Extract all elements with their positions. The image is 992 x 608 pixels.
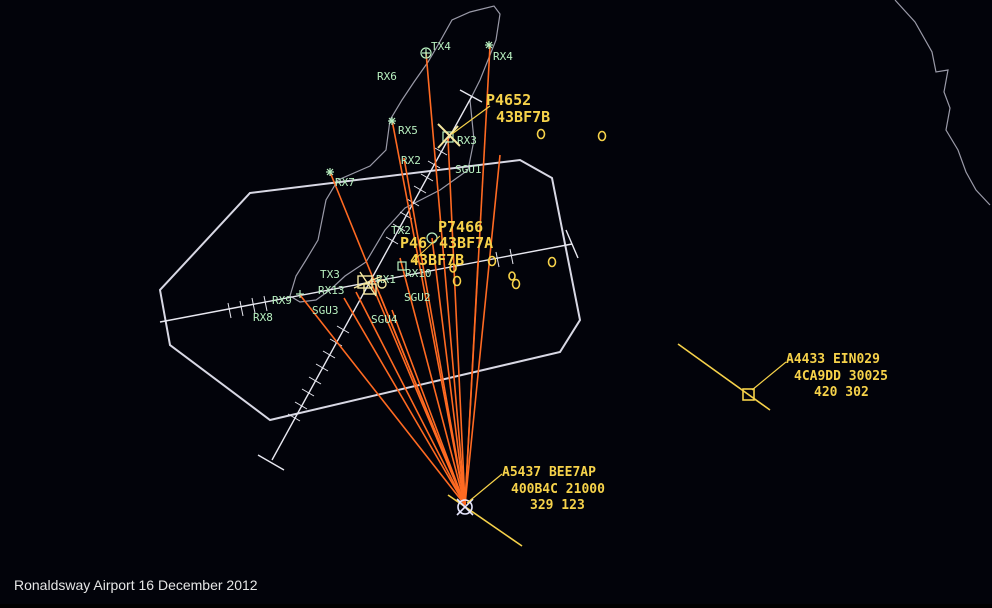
track-icao-altitude: 4CA9DD 30025	[794, 369, 888, 384]
site-label-sgu4: SGU4	[371, 313, 398, 326]
aircraft-symbol[interactable]	[742, 388, 755, 401]
primary-return	[508, 271, 516, 281]
primary-return	[597, 130, 607, 142]
track-history-vector	[677, 343, 771, 411]
site-label-tx2: TX2	[391, 224, 411, 237]
primary-return	[511, 278, 521, 290]
site-label-rx5: RX5	[398, 124, 418, 137]
site-label-rx9: RX9	[272, 294, 292, 307]
site-label-rx4: RX4	[493, 50, 513, 63]
track-p46-overlap[interactable]: P46 43BF7B	[400, 234, 464, 269]
track-callsign: P7466	[438, 218, 483, 236]
primary-return	[547, 256, 557, 268]
site-marker-rx4	[485, 41, 493, 49]
track-history-vector	[447, 494, 523, 547]
label-leader-line	[451, 105, 491, 135]
track-icao-address: 43BF7A	[439, 234, 493, 252]
track-icao-address: 43BF7B	[496, 108, 550, 126]
site-marker-rx9	[296, 290, 304, 298]
controlled-airspace-zone	[158, 158, 582, 422]
track-callsign: A4433 EIN029	[786, 352, 880, 367]
site-label-tx3: TX3	[320, 268, 340, 281]
site-label-rx7: RX7	[335, 176, 355, 189]
site-label-sgu2: SGU2	[404, 291, 431, 304]
multilateration-receiver-lines	[299, 45, 501, 506]
track-icao-address: 43BF7B	[410, 251, 464, 269]
track-speed-heading: 420 302	[814, 385, 869, 400]
site-label-sgu3: SGU3	[312, 304, 339, 317]
track-callsign: A5437 BEE7AP	[502, 465, 596, 480]
airport-cluster	[353, 271, 387, 297]
site-label-sgu1: SGU1	[455, 163, 482, 176]
primary-return	[452, 275, 462, 287]
site-marker-rx7	[326, 168, 334, 176]
track-p4652[interactable]: P4652 43BF7B	[437, 91, 550, 149]
site-label-rx13: RX13	[318, 284, 345, 297]
aircraft-symbol[interactable]	[437, 123, 461, 149]
coastline-island	[289, 5, 501, 303]
label-leader-line	[411, 235, 441, 263]
coastline-mainland	[894, 0, 991, 206]
site-label-tx4: TX4	[431, 40, 451, 53]
primary-return	[536, 128, 546, 140]
site-label-rx2: RX2	[401, 154, 421, 167]
label-leader-line	[751, 361, 787, 391]
label-leader-line	[466, 473, 503, 504]
receiver-sites	[296, 41, 493, 298]
site-marker-rx10	[397, 261, 407, 271]
site-label-rx8: RX8	[253, 311, 273, 324]
site-marker-tx4	[420, 47, 432, 59]
primary-return	[449, 263, 457, 273]
site-label-rx3: RX3	[457, 134, 477, 147]
track-callsign: P4652	[486, 91, 531, 109]
track-a4433[interactable]: A4433 EIN029 4CA9DD 30025 420 302	[677, 343, 888, 411]
site-marker-rx5	[388, 117, 396, 125]
aircraft-symbol[interactable]	[456, 498, 474, 516]
track-p7466[interactable]: P7466 43BF7A	[411, 218, 493, 263]
image-caption: Ronaldsway Airport 16 December 2012	[14, 577, 258, 593]
primary-return	[487, 255, 497, 267]
site-labels: TX4 RX4 RX6 RX5 RX3 RX2 SGU1 RX7 TX2 RX1…	[253, 40, 513, 326]
track-speed-heading: 329 123	[530, 498, 585, 513]
track-icao-altitude: 400B4C 21000	[511, 482, 605, 497]
site-marker-rx3	[442, 131, 454, 143]
track-a5437[interactable]: A5437 BEE7AP 400B4C 21000 329 123	[447, 465, 605, 547]
primary-returns	[449, 128, 607, 290]
site-label-rx10: RX10	[405, 267, 432, 280]
track-callsign: P46	[400, 234, 427, 252]
site-label-rx6: RX6	[377, 70, 397, 83]
